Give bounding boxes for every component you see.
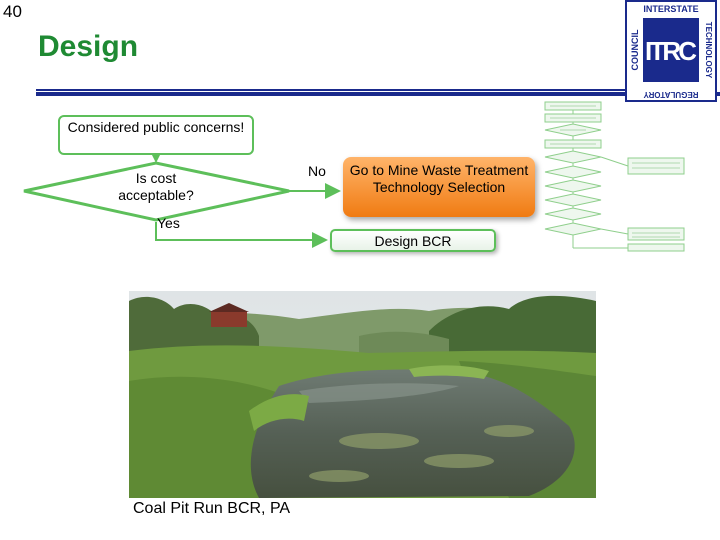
logo-bottom-text: REGULATORY bbox=[643, 90, 699, 99]
logo-right-text: TECHNOLOGY bbox=[704, 22, 713, 79]
bcr-site-photo bbox=[129, 291, 596, 498]
process-box-public-concerns: Considered public concerns! bbox=[58, 115, 254, 155]
logo-left-text: COUNCIL bbox=[630, 29, 640, 70]
photo-caption: Coal Pit Run BCR, PA bbox=[133, 500, 291, 517]
header-rule-thick bbox=[36, 92, 626, 96]
decision-diamond bbox=[23, 161, 290, 222]
design-bcr-box: Design BCR bbox=[330, 229, 496, 252]
logo-top-text: INTERSTATE bbox=[643, 4, 698, 14]
yes-label: Yes bbox=[157, 215, 180, 231]
decision-label: Is cost acceptable? bbox=[118, 170, 194, 203]
flowchart-thumbnail bbox=[544, 101, 685, 252]
mine-waste-selection-box: Go to Mine Waste Treatment Technology Se… bbox=[343, 157, 535, 217]
slide-title: Design bbox=[38, 30, 139, 63]
no-label: No bbox=[308, 163, 326, 179]
slide-number: 40 bbox=[3, 2, 22, 21]
itrc-logo: INTERSTATE ITRC COUNCIL TECHNOLOGY REGUL… bbox=[625, 0, 717, 102]
logo-mark: ITRC bbox=[645, 36, 697, 66]
header-rule-thin bbox=[36, 89, 626, 91]
